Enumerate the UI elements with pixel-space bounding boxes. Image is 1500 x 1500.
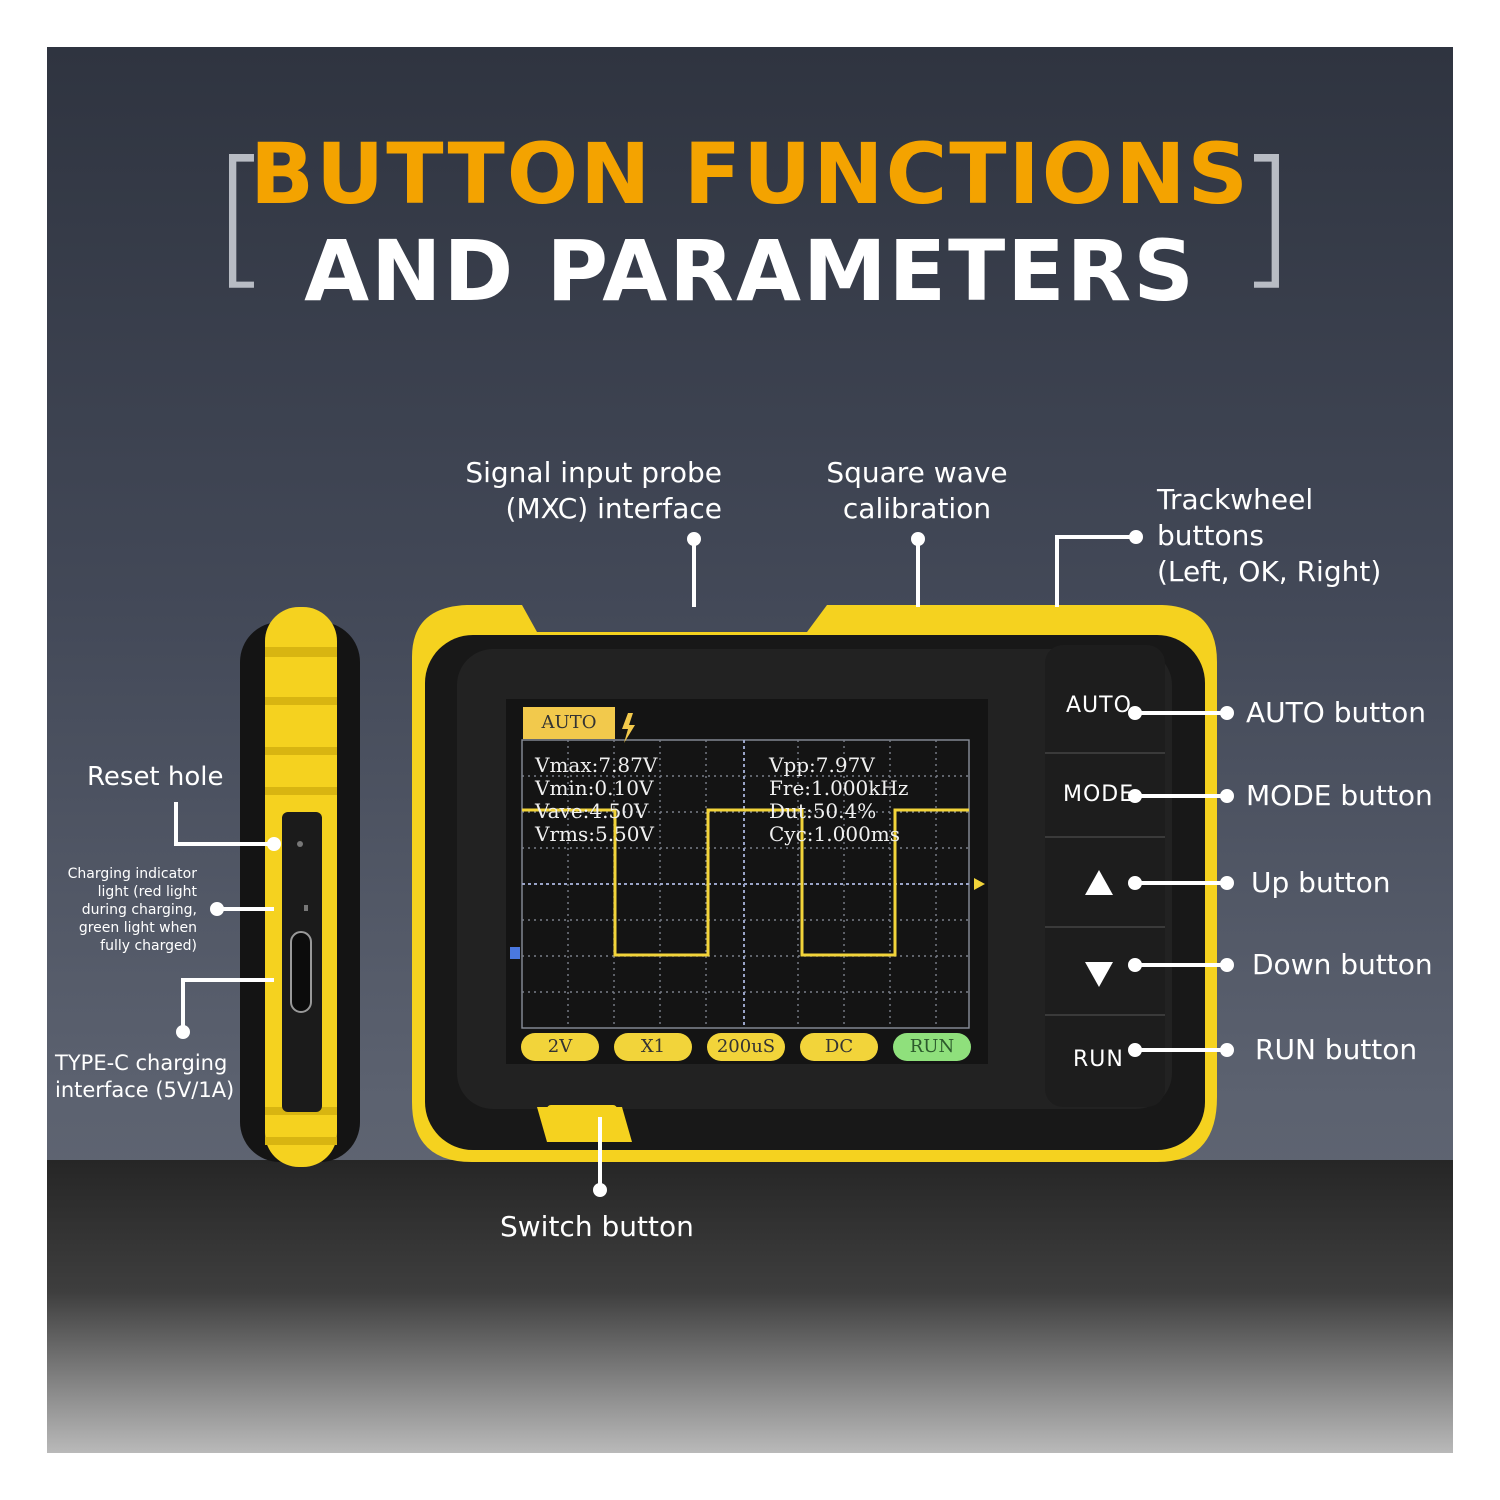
callout-trackwheel-line-1: Trackwheel <box>1157 483 1314 516</box>
callout-signal-input: Signal input probe (MXC) interface <box>417 455 722 527</box>
callout-charging-line-4: green light when <box>78 920 197 936</box>
title-line-1: BUTTON FUNCTIONS <box>249 125 1250 223</box>
product-panel: [ ] BUTTON FUNCTIONS AND PARAMETERS <box>47 47 1453 1453</box>
device-run-label: RUN <box>1073 1047 1124 1072</box>
readout-fre: Fre:1.000kHz <box>769 776 909 800</box>
callout-square-wave-line-1: Square wave <box>826 456 1008 489</box>
screen-button-run: RUN <box>893 1033 971 1061</box>
callout-switch-button: Switch button <box>500 1210 694 1243</box>
screen-button-timebase: 200uS <box>707 1033 785 1061</box>
readout-cyc: Cyc:1.000ms <box>769 822 901 846</box>
callout-auto-button: AUTO button <box>1246 696 1427 729</box>
callout-charging-line-5: fully charged) <box>100 938 197 954</box>
callout-reset-hole: Reset hole <box>87 762 224 792</box>
lightning-icon <box>622 713 635 743</box>
screen-button-coupling: DC <box>800 1033 878 1061</box>
callout-type-c-line-1: TYPE-C charging <box>55 1051 228 1075</box>
up-arrow-icon <box>1085 870 1113 895</box>
callout-up-button: Up button <box>1251 866 1391 899</box>
screen-auto-tag: AUTO <box>523 707 615 739</box>
callout-signal-input-line-1: Signal input probe <box>465 456 722 489</box>
readout-vpp: Vpp:7.97V <box>769 753 875 777</box>
callout-charging-indicator: Charging indicator light (red light duri… <box>47 865 197 955</box>
floor-shadow <box>47 1160 1453 1453</box>
readout-vave: Vave:4.50V <box>535 799 649 823</box>
callout-lines <box>174 530 1234 1197</box>
square-waveform <box>522 808 969 957</box>
callout-type-c: TYPE-C charging interface (5V/1A) <box>55 1050 234 1104</box>
title-bracket-right: ] <box>1237 130 1296 304</box>
callout-charging-line-1: Charging indicator <box>67 866 197 882</box>
callout-signal-input-line-2: (MXC) interface <box>505 492 722 525</box>
channel-marker-icon <box>510 947 520 959</box>
callout-mode-button: MODE button <box>1246 779 1433 812</box>
device-auto-label: AUTO <box>1066 693 1132 718</box>
reset-hole-icon <box>297 841 303 847</box>
readout-dut: Dut:50.4% <box>769 799 877 823</box>
callout-trackwheel-line-2: buttons <box>1157 519 1264 552</box>
device-illustration <box>174 530 1234 1197</box>
callout-down-button: Down button <box>1252 948 1433 981</box>
readout-vmin: Vmin:0.10V <box>535 776 654 800</box>
callout-run-button: RUN button <box>1255 1033 1418 1066</box>
type-c-port-icon <box>290 931 312 1013</box>
device-mode-label: MODE <box>1063 782 1135 807</box>
main-device <box>412 605 1217 1162</box>
power-button-icon <box>547 1105 617 1127</box>
screen-button-volts: 2V <box>521 1033 599 1061</box>
trigger-marker-icon <box>974 878 985 890</box>
callout-square-wave: Square wave calibration <box>787 455 1047 527</box>
charging-led-icon <box>304 905 308 911</box>
title-bracket-left: [ <box>212 130 271 304</box>
screen <box>506 699 988 1064</box>
side-view-device <box>240 607 360 1167</box>
callout-trackwheel-line-3: (Left, OK, Right) <box>1157 555 1382 588</box>
callout-charging-line-3: during charging, <box>81 902 197 918</box>
callout-type-c-line-2: interface (5V/1A) <box>55 1078 235 1102</box>
down-arrow-icon <box>1085 962 1113 987</box>
callout-charging-line-2: light (red light <box>97 884 197 900</box>
callout-square-wave-line-2: calibration <box>842 492 992 525</box>
readout-vrms: Vrms:5.50V <box>535 822 654 846</box>
callout-trackwheel: Trackwheel buttons (Left, OK, Right) <box>1157 482 1381 590</box>
readout-vmax: Vmax:7.87V <box>535 753 658 777</box>
screen-button-probe: X1 <box>614 1033 692 1061</box>
title-line-2: AND PARAMETERS <box>304 222 1196 320</box>
